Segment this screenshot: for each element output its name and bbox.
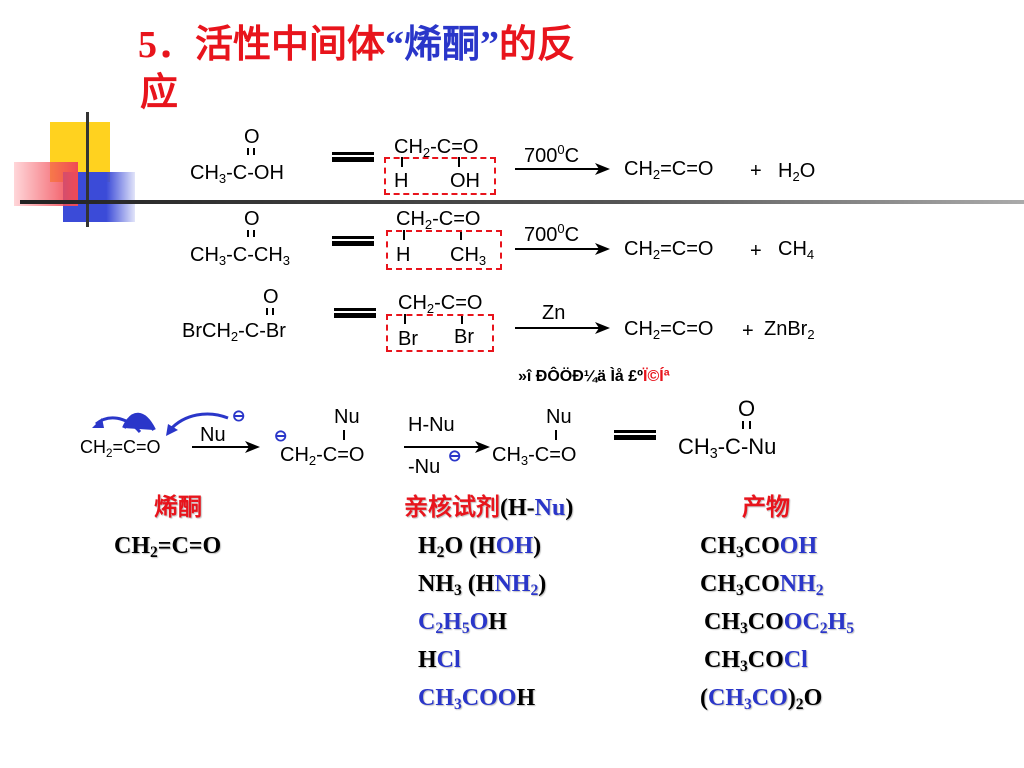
r2-leaving-box (386, 230, 502, 270)
page-title-line2: 应 (140, 72, 179, 114)
mech-arrow-2 (404, 441, 490, 453)
r1-product: CH2=C=O (624, 158, 714, 182)
mech-anion-nu: Nu (334, 406, 360, 428)
r2-mid-left: H (396, 244, 411, 266)
table-header-ketene: 烯酮 (154, 495, 202, 521)
r1-leaving-box (384, 157, 496, 195)
r1-reactant-o: O (244, 126, 260, 148)
garbled-caption-red: Ï©Íª (643, 368, 670, 385)
table-row-5-reagent: CH3COOH (418, 685, 536, 713)
r2-bond-right (460, 230, 462, 240)
table-header-product: 产物 (742, 495, 790, 521)
garbled-caption: »î ÐÔÖÐ¼ä Ìå £ºÏ©Íª (518, 368, 670, 386)
r3-intermediate-top: CH2-C=O (398, 292, 483, 316)
r1-equivalence-sign (332, 152, 374, 162)
table-header-reagent-cn: 亲核试剂 (404, 495, 500, 521)
decor-red-block (14, 162, 78, 206)
table-row-3-product: CH3COOC2H5 (704, 609, 855, 637)
mech-equivalence-sign (614, 430, 656, 440)
r2-double-bond (247, 230, 255, 237)
r1-bond-right (458, 157, 460, 167)
table-row-4-product: CH3COCl (704, 647, 808, 675)
mech-product-bond (555, 430, 557, 440)
r3-bond-right (461, 314, 463, 324)
table-row-2-product: CH3CONH2 (700, 571, 824, 599)
r3-bond-left (404, 314, 406, 324)
r3-product: CH2=C=O (624, 318, 714, 342)
r3-mid-right: Br (454, 326, 474, 348)
r2-condition: 7000C (524, 221, 580, 246)
r2-bond-left (403, 230, 405, 240)
r1-condition: 7000C (524, 142, 580, 167)
table-row-5-product: (CH3CO)2O (700, 685, 823, 713)
r2-reactant-o: O (244, 208, 260, 230)
mech-final-product: CH3-C-Nu (678, 434, 777, 462)
table-row-1-reagent: H2O (HOH) (418, 533, 542, 561)
decor-horizontal-line (20, 200, 1024, 204)
r3-double-bond (266, 308, 274, 315)
mechanism-curved-arrows (92, 412, 229, 436)
r3-reactant: BrCH2-C-Br (182, 320, 286, 344)
r3-plus: + (742, 320, 754, 342)
mech-charge-3: ⊖ (448, 448, 462, 465)
r2-arrow (515, 243, 610, 255)
mech-final-double-bond (742, 421, 751, 429)
mech-arrow-1 (192, 441, 260, 453)
r2-plus: + (750, 240, 762, 262)
table-row-1-product: CH3COOH (700, 533, 818, 561)
r2-byproduct: CH4 (778, 238, 815, 262)
table-header-reagent: 亲核试剂(H-Nu) (404, 495, 574, 521)
table-header-reagent-nu: Nu (534, 495, 566, 521)
table-row-4-reagent: HCl (418, 647, 461, 673)
mech-product-nu: Nu (546, 406, 572, 428)
mech-step2-top: H-Nu (408, 414, 455, 436)
r1-arrow (515, 163, 610, 175)
r3-equivalence-sign (334, 308, 376, 318)
r3-leaving-box (386, 314, 494, 352)
r2-reactant: CH3-C-CH3 (190, 244, 291, 268)
table-row-3-reagent: C2H5OH (418, 609, 507, 637)
r3-byproduct: ZnBr2 (764, 318, 815, 342)
garbled-caption-black: »î ÐÔÖÐ¼ä Ìå £º (518, 368, 644, 385)
r1-mid-right: OH (450, 170, 480, 192)
mech-anion-bond (343, 430, 345, 440)
r3-reactant-o: O (263, 286, 279, 308)
mech-product: CH3-C=O (492, 444, 577, 468)
mech-final-o: O (738, 396, 756, 421)
r2-equivalence-sign (332, 236, 374, 246)
mech-ketene: CH2=C=O (80, 437, 161, 460)
mech-step2-bottom: -Nu (408, 456, 441, 478)
r1-byproduct: H2O (778, 160, 816, 184)
r1-mid-left: H (394, 170, 409, 192)
title-quote-close: ” (480, 24, 500, 66)
r3-condition: Zn (542, 302, 566, 324)
mech-charge-2: ⊖ (274, 428, 288, 445)
r2-mid-right: CH3 (450, 244, 487, 268)
mech-anion: CH2-C=O (280, 444, 365, 468)
title-quoted-word: 烯酮 (404, 24, 481, 66)
mech-charge-1: ⊖ (232, 408, 246, 425)
r1-double-bond (247, 148, 255, 155)
table-row-2-reagent: NH3 (HNH2) (418, 571, 547, 599)
r1-reactant: CH3-C-OH (190, 162, 284, 186)
decor-vertical-line (86, 112, 89, 227)
r2-product: CH2=C=O (624, 238, 714, 262)
r1-intermediate-top: CH2-C=O (394, 136, 479, 160)
r2-intermediate-top: CH2-C=O (396, 208, 481, 232)
title-quote-open: “ (385, 24, 405, 66)
r3-arrow (515, 322, 610, 334)
page-title: 5．活性中间体“烯酮”的反 (138, 22, 575, 68)
r3-mid-left: Br (398, 328, 418, 350)
title-suffix: 的反 (499, 24, 576, 66)
title-prefix: 5．活性中间体 (138, 24, 386, 66)
r1-bond-left (401, 157, 403, 167)
r1-plus: + (750, 160, 762, 182)
table-ketene: CH2=C=O (114, 533, 222, 561)
mech-arrow-reagent: Nu (200, 424, 226, 446)
